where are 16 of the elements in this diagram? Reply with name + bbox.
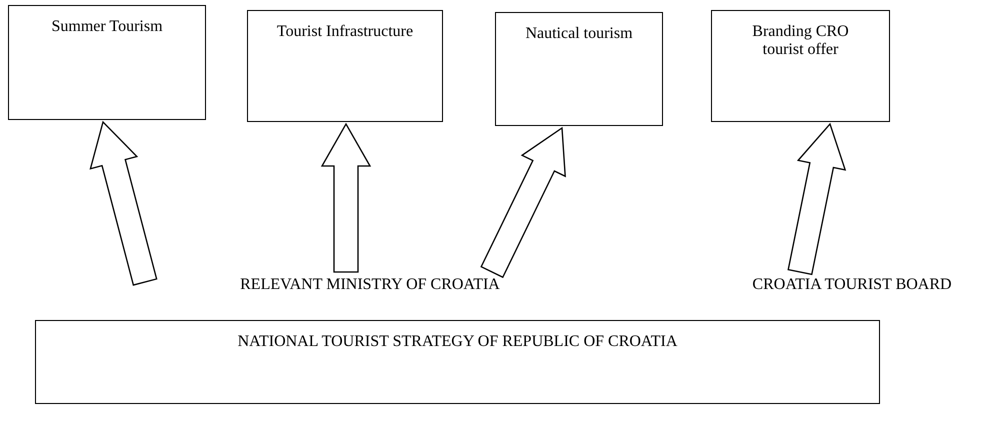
text-box	[35, 320, 880, 404]
box-text: Branding CRO tourist offer	[751, 23, 850, 60]
organization-label: CROATIA TOURIST BOARD	[752, 276, 952, 294]
box-text: NATIONAL TOURIST STRATEGY OF REPUBLIC OF CROATIA	[236, 333, 678, 352]
box-text: Summer Tourism	[50, 18, 164, 36]
box-text: Tourist Infrastructure	[276, 23, 414, 42]
text-box	[247, 10, 443, 122]
text-box	[8, 5, 206, 120]
text-box	[711, 10, 890, 122]
organization-label: RELEVANT MINISTRY OF CROATIA	[240, 276, 500, 294]
block-arrow	[320, 122, 372, 273]
box-text: Nautical tourism	[524, 25, 634, 44]
block-arrow	[787, 122, 846, 276]
block-arrow	[480, 126, 566, 278]
block-arrow	[90, 120, 158, 286]
text-box	[495, 12, 663, 126]
